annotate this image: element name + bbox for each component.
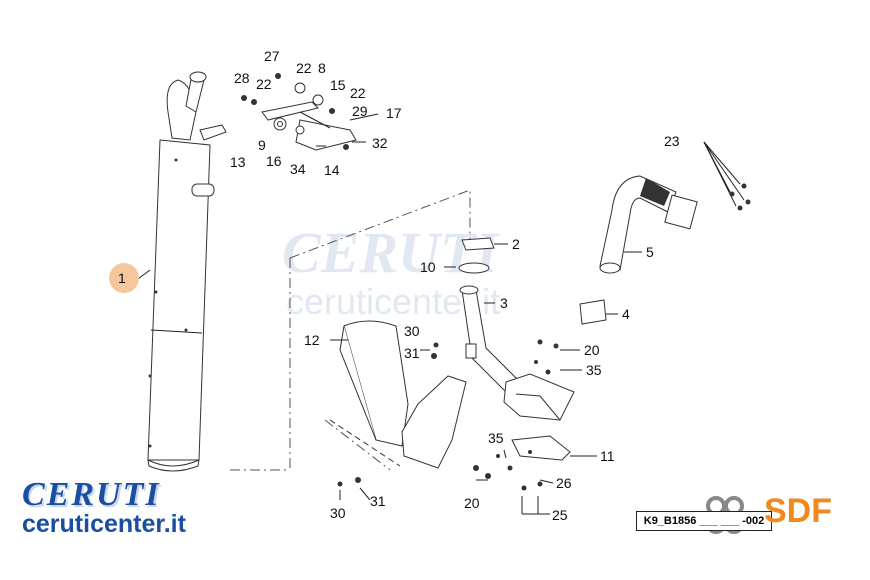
bracket-hardware-part: [241, 73, 357, 151]
callout-20b: 20: [464, 495, 480, 511]
callout-16: 16: [266, 153, 282, 169]
sleeve-part: [579, 299, 607, 325]
callout-30a: 30: [404, 323, 420, 339]
callout-23: 23: [664, 133, 680, 149]
callout-9: 9: [258, 137, 266, 153]
callout-13: 13: [230, 154, 246, 170]
callout-32: 32: [372, 135, 388, 151]
callout-1: 1: [118, 270, 126, 286]
drawing-code: K9_B1856 ___ ___ -002: [636, 511, 772, 531]
callout-15: 15: [330, 77, 346, 93]
callout-35a: 35: [488, 430, 504, 446]
sdf-logo-text: SDF: [764, 492, 832, 530]
callout-31b: 31: [370, 493, 386, 509]
callout-17: 17: [386, 105, 402, 121]
callout-26: 26: [556, 475, 572, 491]
callout-35b: 35: [586, 362, 602, 378]
callout-22a: 22: [296, 60, 312, 76]
highlight-marker: [109, 263, 139, 293]
callout-14: 14: [324, 162, 340, 178]
callout-20a: 20: [584, 342, 600, 358]
callout-8: 8: [318, 60, 326, 76]
callout-10: 10: [420, 259, 436, 275]
callout-27: 27: [264, 48, 280, 64]
fastener-parts: [337, 339, 559, 491]
callout-22c: 22: [350, 85, 366, 101]
leader-lines: [137, 113, 642, 515]
callout-12: 12: [304, 332, 320, 348]
callout-30b: 30: [330, 505, 346, 521]
bracket-part: [511, 435, 571, 461]
callout-28: 28: [234, 70, 250, 86]
callout-25: 25: [552, 507, 568, 523]
clamp-part: [461, 237, 495, 251]
dashed-frame: [230, 189, 471, 471]
callout-34: 34: [290, 161, 306, 177]
callout-labels: 1 2 3 4 5 8 9 10 11 12 13 14 15 16 17 20…: [118, 48, 680, 523]
callout-4: 4: [622, 306, 630, 322]
lower-exhaust-part: [329, 320, 467, 469]
bolt-set-part: [703, 141, 751, 211]
callout-5: 5: [646, 244, 654, 260]
brand-block: CERUTI ceruticenter.it: [22, 476, 262, 539]
callout-29: 29: [352, 103, 368, 119]
brand-name: CERUTI: [22, 476, 161, 513]
callout-3: 3: [500, 295, 508, 311]
exhaust-pipe-part: [147, 71, 227, 472]
callout-31a: 31: [404, 345, 420, 361]
elbow-pipe-part: [599, 175, 698, 274]
callout-22b: 22: [256, 76, 272, 92]
callout-11: 11: [600, 448, 615, 464]
pipe-part: [459, 285, 575, 421]
watermark-name: CERUTI: [282, 220, 500, 285]
callout-2: 2: [512, 236, 520, 252]
brand-website: ceruticenter.it: [22, 510, 186, 538]
clamp-ring-part: [458, 262, 490, 274]
